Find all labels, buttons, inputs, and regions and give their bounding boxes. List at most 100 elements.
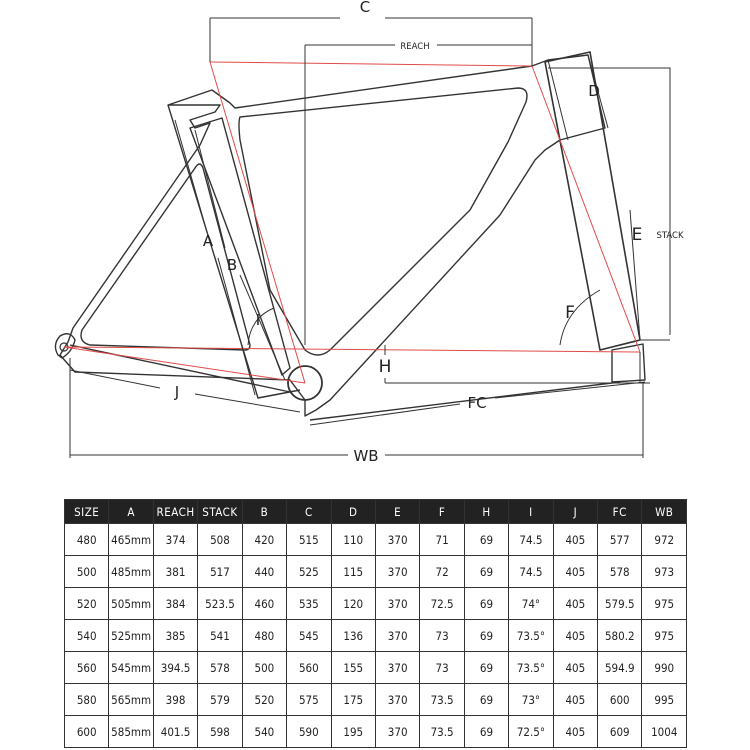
dim-a (174, 119, 256, 396)
column-header: F (419, 499, 465, 524)
red-horizontal (63, 346, 641, 353)
dim-reach (304, 44, 532, 345)
label-fc: FC (467, 394, 486, 412)
column-header: D (330, 499, 376, 524)
column-header: B (241, 499, 288, 524)
table-cell: 69 (463, 555, 510, 588)
table-cell: 69 (463, 683, 510, 716)
red-chainstay-line (63, 346, 306, 384)
dim-j (69, 369, 301, 413)
down-tube-lower (309, 381, 621, 421)
fork-lower (611, 343, 646, 383)
label-f: F (565, 303, 575, 323)
table-cell: 545 (286, 619, 332, 652)
table-cell: 580.2 (597, 619, 643, 652)
table-cell: 73.5° (508, 651, 554, 684)
table-cell: 609 (597, 715, 643, 748)
table-cell: 69 (463, 619, 510, 652)
dim-i-arc (247, 307, 275, 346)
table-cell: 175 (330, 683, 376, 716)
table-cell: 975 (641, 587, 687, 620)
table-cell: 74.5 (508, 523, 554, 556)
table-cell: 525mm (108, 619, 154, 652)
dim-fc (309, 381, 646, 426)
column-header: FC (597, 499, 643, 524)
table-cell: 370 (374, 587, 421, 620)
table-cell: 545mm (108, 651, 154, 684)
table-cell: 374 (152, 523, 199, 556)
table-cell: 541 (197, 619, 243, 652)
column-header: STACK (197, 499, 243, 524)
label-i: I (256, 311, 260, 329)
table-cell: 74.5 (508, 555, 554, 588)
seat-stay (167, 104, 301, 399)
table-cell: 578 (197, 651, 243, 684)
table-cell: 74° (508, 587, 554, 620)
table-cell: 460 (241, 587, 288, 620)
rear-dropout (54, 333, 76, 359)
table-cell: 155 (330, 651, 376, 684)
table-cell: 535 (286, 587, 332, 620)
table-cell: 598 (197, 715, 243, 748)
table-cell: 485mm (108, 555, 154, 588)
table-cell: 600 (63, 715, 110, 748)
table-cell: 577 (597, 523, 643, 556)
label-reach: REACH (400, 42, 429, 52)
table-cell: 500 (241, 651, 288, 684)
table-cell: 520 (241, 683, 288, 716)
table-cell: 71 (419, 523, 465, 556)
table-cell: 394.5 (152, 651, 199, 684)
table-cell: 585mm (108, 715, 154, 748)
label-e: E (632, 225, 643, 245)
table-cell: 575 (286, 683, 332, 716)
table-cell: 600 (597, 683, 643, 716)
table-cell: 405 (552, 587, 599, 620)
table-cell: 385 (152, 619, 199, 652)
red-top-line (209, 61, 533, 67)
label-h: H (379, 357, 392, 377)
label-c: C (360, 0, 370, 16)
table-cell: 594.9 (597, 651, 643, 684)
table-cell: 405 (552, 715, 599, 748)
table-cell: 560 (63, 651, 110, 684)
table-cell: 69 (463, 587, 510, 620)
frame-geometry-diagram: C REACH D STACK E F A B I H J FC WB (54, 0, 684, 465)
table-cell: 72.5° (508, 715, 554, 748)
column-header: A (108, 499, 154, 524)
table-cell: 995 (641, 683, 687, 716)
table-cell: 972 (641, 523, 687, 556)
table-cell: 405 (552, 523, 599, 556)
table-cell: 69 (463, 651, 510, 684)
table-cell: 540 (241, 715, 288, 748)
table-cell: 579 (197, 683, 243, 716)
column-header: WB (641, 499, 687, 524)
dim-wb (69, 358, 644, 458)
table-cell: 115 (330, 555, 376, 588)
table-cell: 520 (63, 587, 110, 620)
table-cell: 73.5 (419, 715, 465, 748)
table-cell: 384 (152, 587, 199, 620)
table-cell: 370 (374, 555, 421, 588)
table-cell: 73.5° (508, 619, 554, 652)
table-cell: 72 (419, 555, 465, 588)
table-cell: 465mm (108, 523, 154, 556)
column-header: E (374, 499, 421, 524)
table-cell: 420 (241, 523, 288, 556)
column-header: H (463, 499, 510, 524)
dim-d (547, 54, 609, 141)
table-cell: 73 (419, 619, 465, 652)
chain-stay (69, 344, 291, 393)
table-cell: 401.5 (152, 715, 199, 748)
red-seat-tube-line (209, 61, 306, 384)
table-cell: 500 (63, 555, 110, 588)
table-cell: 370 (374, 715, 421, 748)
table-cell: 195 (330, 715, 376, 748)
table-cell: 136 (330, 619, 376, 652)
table-cell: 120 (330, 587, 376, 620)
